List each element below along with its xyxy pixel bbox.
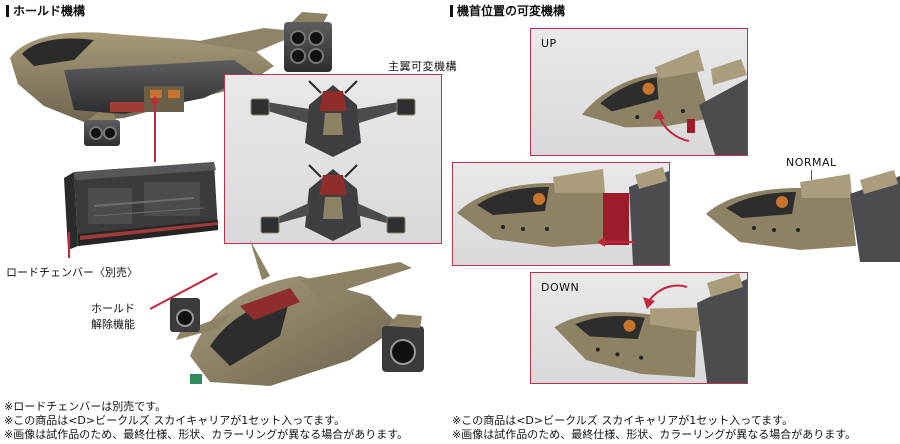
panel-down-label: DOWN xyxy=(541,281,580,294)
nose-normal-image xyxy=(706,170,900,262)
arrow-rotate-down-icon xyxy=(643,284,688,309)
note-line: ※ロードチェンバーは別売です。 xyxy=(4,400,167,413)
note-line: ※画像は試作品のため、最終仕様、形状、カラーリングが異なる場合があります。 xyxy=(452,428,857,441)
nose-variable-title: 機首位置の可変機構 xyxy=(450,2,565,19)
left-notes: ※ロードチェンバーは別売です。 ※この商品は<D>ビークルズ スカイキャリアが1… xyxy=(4,400,408,442)
panel-up-label: UP xyxy=(541,37,557,50)
hold-connector-line xyxy=(154,98,156,162)
aircraft-front-view xyxy=(170,240,424,386)
note-line: ※この商品は<D>ビークルズ スカイキャリアが1セット入ってます。 xyxy=(4,414,346,427)
nose-forward-image xyxy=(457,167,669,265)
normal-pointer xyxy=(811,170,812,180)
arrow-up-icon xyxy=(150,96,160,103)
arrow-forward-line xyxy=(603,241,635,243)
main-wing-label: 主翼可変機構 xyxy=(388,60,457,73)
main-wing-panel xyxy=(224,74,442,244)
right-notes: ※この商品は<D>ビークルズ スカイキャリアが1セット入ってます。 ※画像は試作… xyxy=(452,414,856,442)
nose-down-panel: DOWN xyxy=(530,272,748,384)
nose-down-image xyxy=(554,273,747,383)
hold-mechanism-title: ホールド機構 xyxy=(6,2,85,19)
title-bar-icon xyxy=(6,4,9,17)
nose-up-panel: UP xyxy=(530,28,748,156)
arrow-left-icon xyxy=(597,237,605,247)
nose-forward-panel xyxy=(452,162,670,266)
title-bar-icon xyxy=(450,4,453,17)
nose-up-image xyxy=(582,49,747,155)
arrow-rotate-up-icon xyxy=(653,109,690,142)
road-chamber-pointer xyxy=(68,232,70,258)
hold-release-label: ホールド 解除機能 xyxy=(91,302,135,331)
road-chamber-image xyxy=(64,162,218,250)
panel-normal-label: NORMAL xyxy=(786,156,837,169)
road-chamber-label: ロードチェンバー〈別売〉 xyxy=(6,266,138,279)
note-line: ※この商品は<D>ビークルズ スカイキャリアが1セット入ってます。 xyxy=(452,414,794,427)
aircraft-top-view xyxy=(10,12,332,146)
note-line: ※画像は試作品のため、最終仕様、形状、カラーリングが異なる場合があります。 xyxy=(4,428,409,441)
main-wing-image xyxy=(250,80,416,241)
